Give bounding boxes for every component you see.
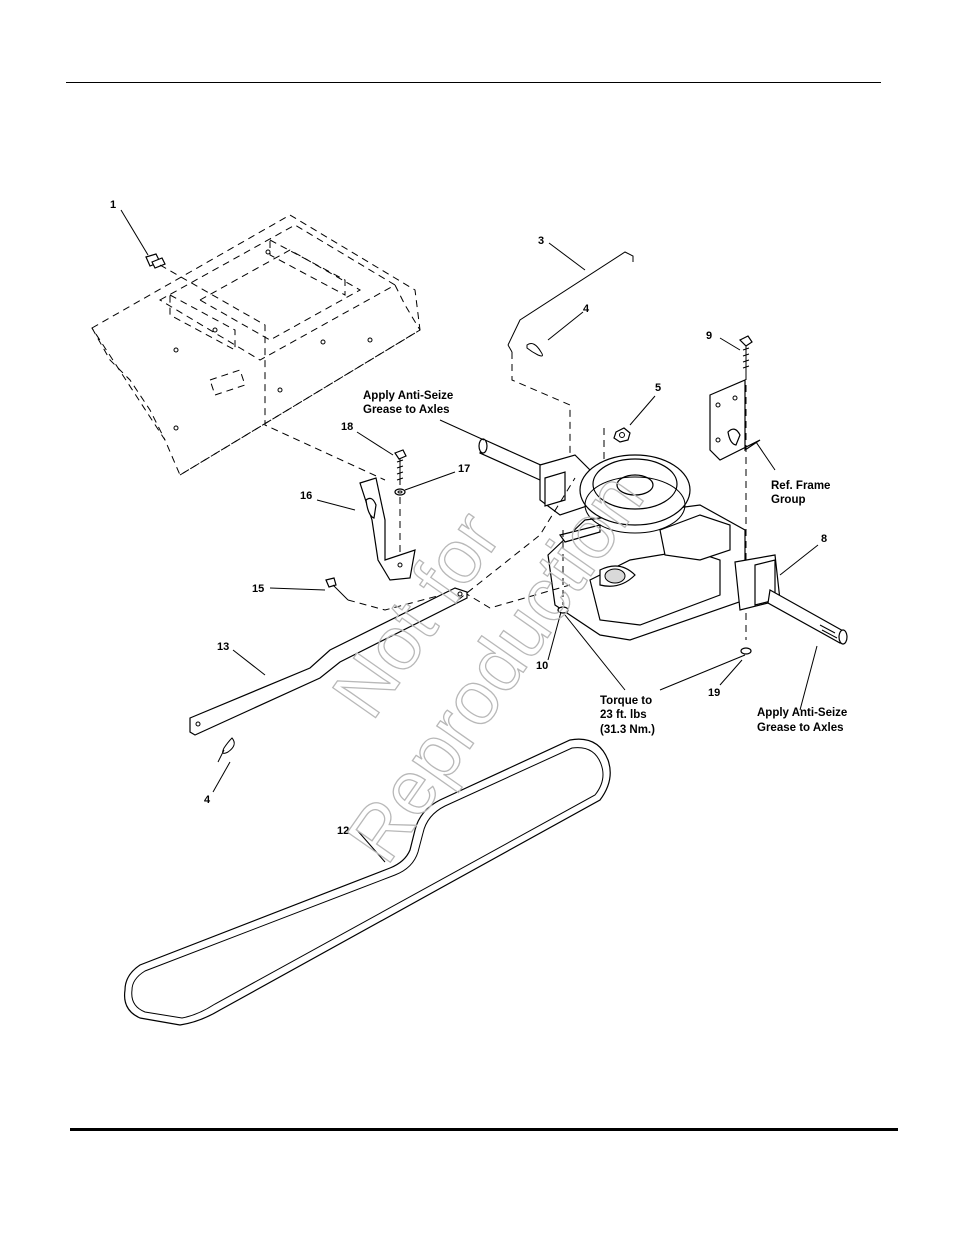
callout-19: 19	[708, 687, 720, 699]
callout-4-bottom: 4	[204, 794, 211, 806]
note-ref-frame-line2: Group	[771, 494, 806, 506]
callout-18: 18	[341, 421, 353, 433]
callout-3: 3	[538, 235, 544, 247]
bolt-part-15	[325, 577, 349, 601]
bar-guide-line	[457, 477, 576, 601]
callout-4-top: 4	[583, 303, 590, 315]
leader-lines	[120, 209, 819, 863]
ref-frame-bracket	[709, 379, 761, 461]
drive-belt-part-12	[123, 738, 611, 1026]
note-anti-seize-right-line1: Apply Anti-Seize	[757, 707, 847, 719]
callout-12: 12	[337, 825, 349, 837]
callout-15: 15	[252, 583, 264, 595]
note-anti-seize-right-line2: Grease to Axles	[757, 722, 844, 734]
callout-5: 5	[655, 382, 661, 394]
nut-part-19	[740, 647, 752, 655]
hairpin-clip-part-4-top	[526, 343, 543, 357]
note-ref-frame-line1: Ref. Frame	[771, 480, 830, 492]
callout-9: 9	[706, 330, 712, 342]
bolt-15-guide-line	[347, 584, 571, 611]
frame-outline	[91, 214, 421, 476]
callout-10: 10	[536, 660, 548, 672]
callout-13: 13	[217, 641, 229, 653]
note-anti-seize-left-line2: Grease to Axles	[363, 404, 450, 416]
footer-rule	[70, 1128, 898, 1131]
nut-part-5	[613, 427, 631, 443]
washer-part-17	[394, 488, 406, 496]
callout-1: 1	[110, 199, 116, 211]
bolt-part-9	[738, 335, 753, 380]
hairpin-clip-part-4-bottom	[217, 737, 235, 763]
rod-guide-line	[511, 352, 571, 470]
nut-part-10	[557, 606, 569, 614]
callout-17: 17	[458, 463, 470, 475]
note-anti-seize-left-line1: Apply Anti-Seize	[363, 390, 453, 402]
control-bar-part-13	[189, 587, 468, 736]
bolt-1-guide-line	[159, 264, 386, 481]
callout-8: 8	[821, 533, 827, 545]
transaxle-assembly	[478, 438, 848, 645]
shoulder-bolt-part-1	[145, 253, 166, 269]
note-torque-line3: (31.3 Nm.)	[600, 724, 655, 736]
bolt-part-18	[394, 449, 407, 485]
mounting-bracket-part-16	[359, 477, 416, 581]
header-rule	[66, 82, 881, 83]
shift-rod-part-3	[507, 251, 634, 353]
note-torque-line2: 23 ft. lbs	[600, 709, 647, 721]
note-torque-line1: Torque to	[600, 695, 652, 707]
callout-16: 16	[300, 490, 312, 502]
